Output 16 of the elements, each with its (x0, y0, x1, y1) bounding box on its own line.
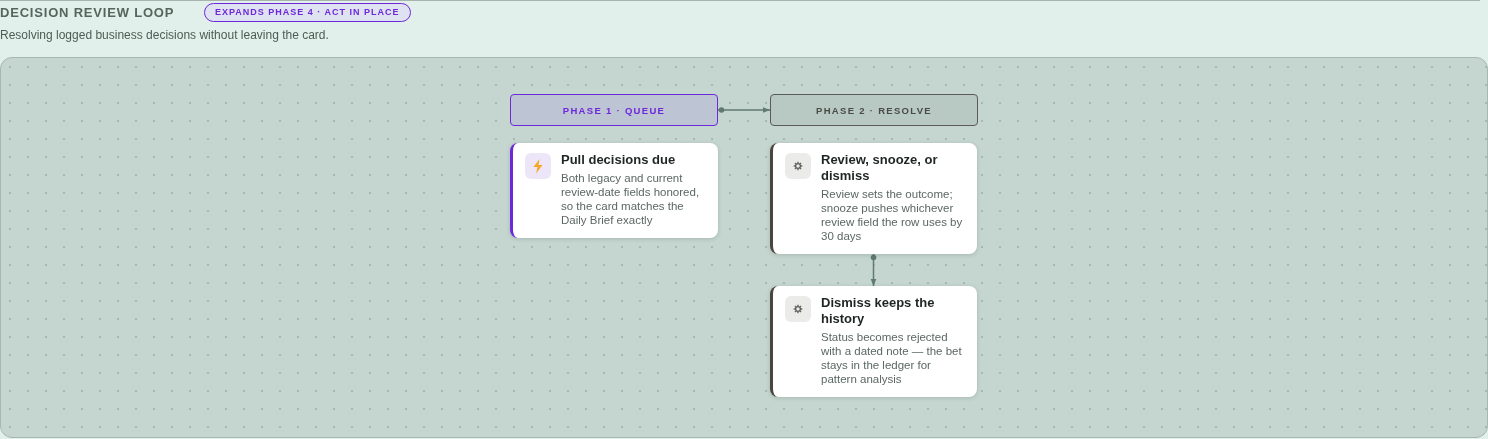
step-card (510, 143, 718, 238)
phase-header: PHASE 2 · RESOLVE (770, 94, 978, 126)
phase-badge: EXPANDS PHASE 4 · ACT IN PLACE (204, 3, 411, 22)
step-card (770, 143, 977, 254)
arrow (717, 107, 771, 113)
step-card (770, 286, 977, 397)
diagram-title: DECISION REVIEW LOOP (0, 5, 175, 21)
phase-header: PHASE 1 · QUEUE (510, 94, 718, 126)
card-description: Status becomes rejected with a dated note — the bet stays in the ledger for pattern analysis (821, 330, 963, 386)
subtitle-text: Resolving logged business decisions without leaving the card. (0, 28, 329, 43)
card-title: Pull decisions due (561, 152, 677, 168)
card-description: Review sets the outcome; snooze pushes whichever review field the row uses by 30 days (821, 187, 964, 243)
card-title: Review, snooze, or dismiss (821, 152, 939, 184)
card-title: Dismiss keeps the history (821, 295, 936, 327)
card-description: Both legacy and current review-date fields honored, so the card matches the Daily Brief exactly (561, 171, 701, 227)
arrow (870, 253, 877, 287)
